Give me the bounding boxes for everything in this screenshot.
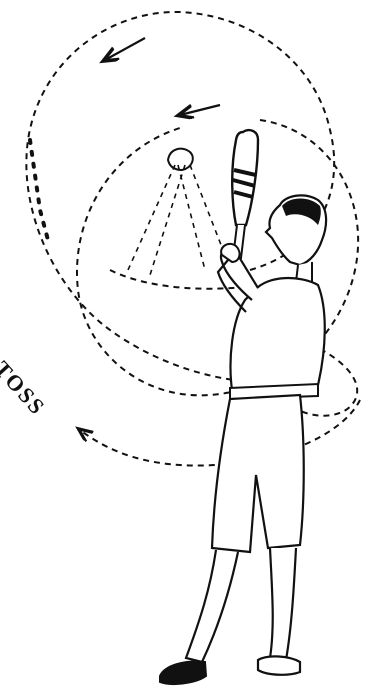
head xyxy=(266,195,326,285)
indian-club xyxy=(232,130,258,258)
legs xyxy=(160,395,304,684)
arrow-middle xyxy=(180,105,220,115)
arrow-top xyxy=(105,38,145,60)
left-club-trace xyxy=(30,140,48,240)
ghost-hand xyxy=(168,149,193,170)
ghost-club xyxy=(128,165,230,275)
